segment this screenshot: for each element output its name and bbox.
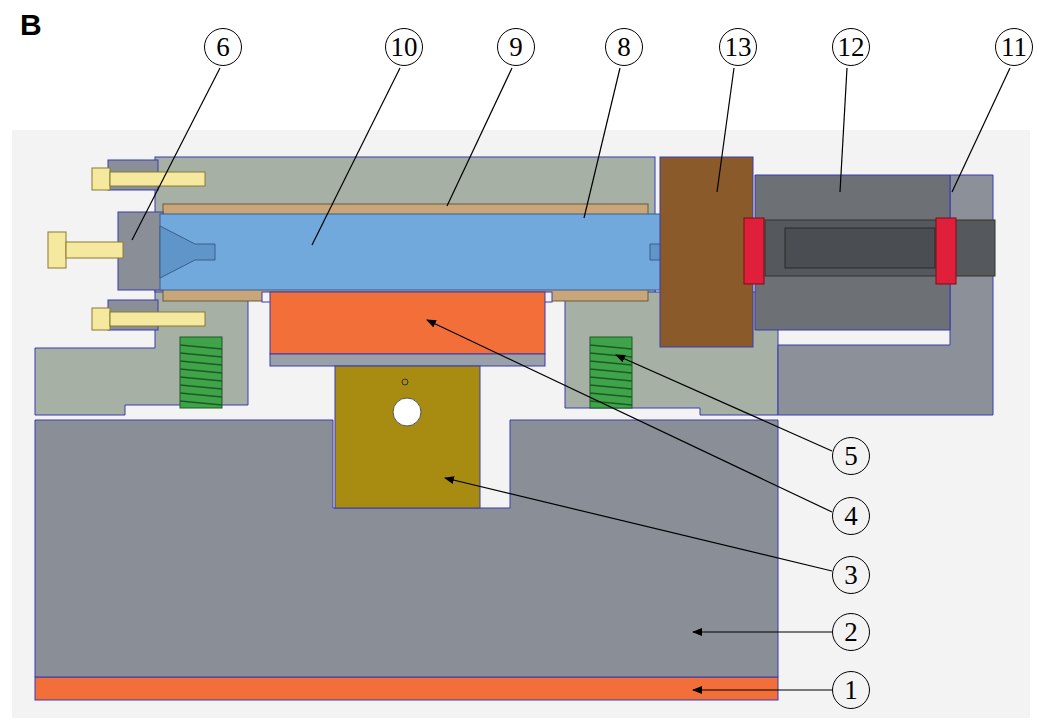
- callout-circle: 8: [605, 28, 643, 66]
- callout-number: 3: [844, 562, 858, 589]
- callout-number: 6: [216, 34, 230, 61]
- callout-number: 5: [844, 443, 858, 470]
- callout-number: 12: [838, 34, 865, 61]
- callout-circle: 4: [832, 497, 870, 535]
- callout-circle: 13: [719, 28, 757, 66]
- callout-circle: 9: [497, 28, 535, 66]
- callout-circle: 10: [385, 28, 423, 66]
- callout-circle: 5: [832, 437, 870, 475]
- callout-number: 4: [844, 503, 858, 530]
- callout-circle: 11: [995, 28, 1033, 66]
- callout-circle: 2: [832, 613, 870, 651]
- callout-circle: 3: [832, 556, 870, 594]
- callout-number: 2: [844, 619, 858, 646]
- figure-letter: B: [20, 10, 42, 40]
- callout-number: 9: [509, 34, 523, 61]
- callout-circle: 6: [204, 28, 242, 66]
- callout-circle: 1: [832, 671, 870, 709]
- callout-number: 10: [391, 34, 418, 61]
- callout-number: 1: [844, 677, 858, 704]
- callout-number: 11: [1001, 34, 1027, 61]
- callout-circle: 12: [832, 28, 870, 66]
- callout-number: 8: [617, 34, 631, 61]
- callout-number: 13: [725, 34, 752, 61]
